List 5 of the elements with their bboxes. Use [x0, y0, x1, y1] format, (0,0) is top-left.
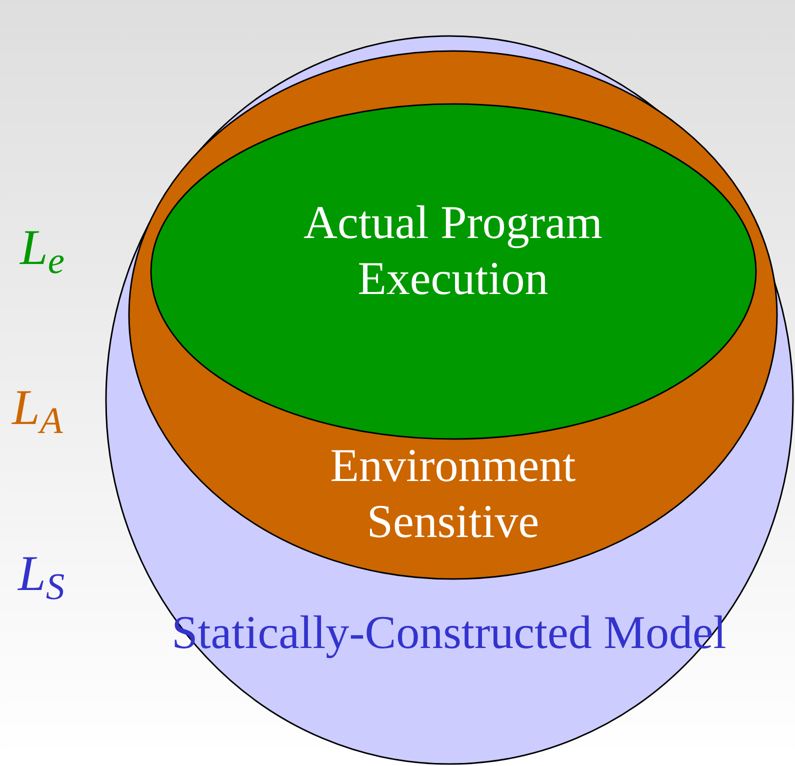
ellipse-label: Environment Sensitive: [329, 439, 577, 550]
set-symbol: L$_{e}$: [20, 222, 64, 272]
set-symbol: L$_{A}$: [12, 382, 63, 432]
ellipse-label: Actual Program Execution: [302, 196, 604, 308]
set-symbol: L$_{S}$: [18, 548, 65, 598]
